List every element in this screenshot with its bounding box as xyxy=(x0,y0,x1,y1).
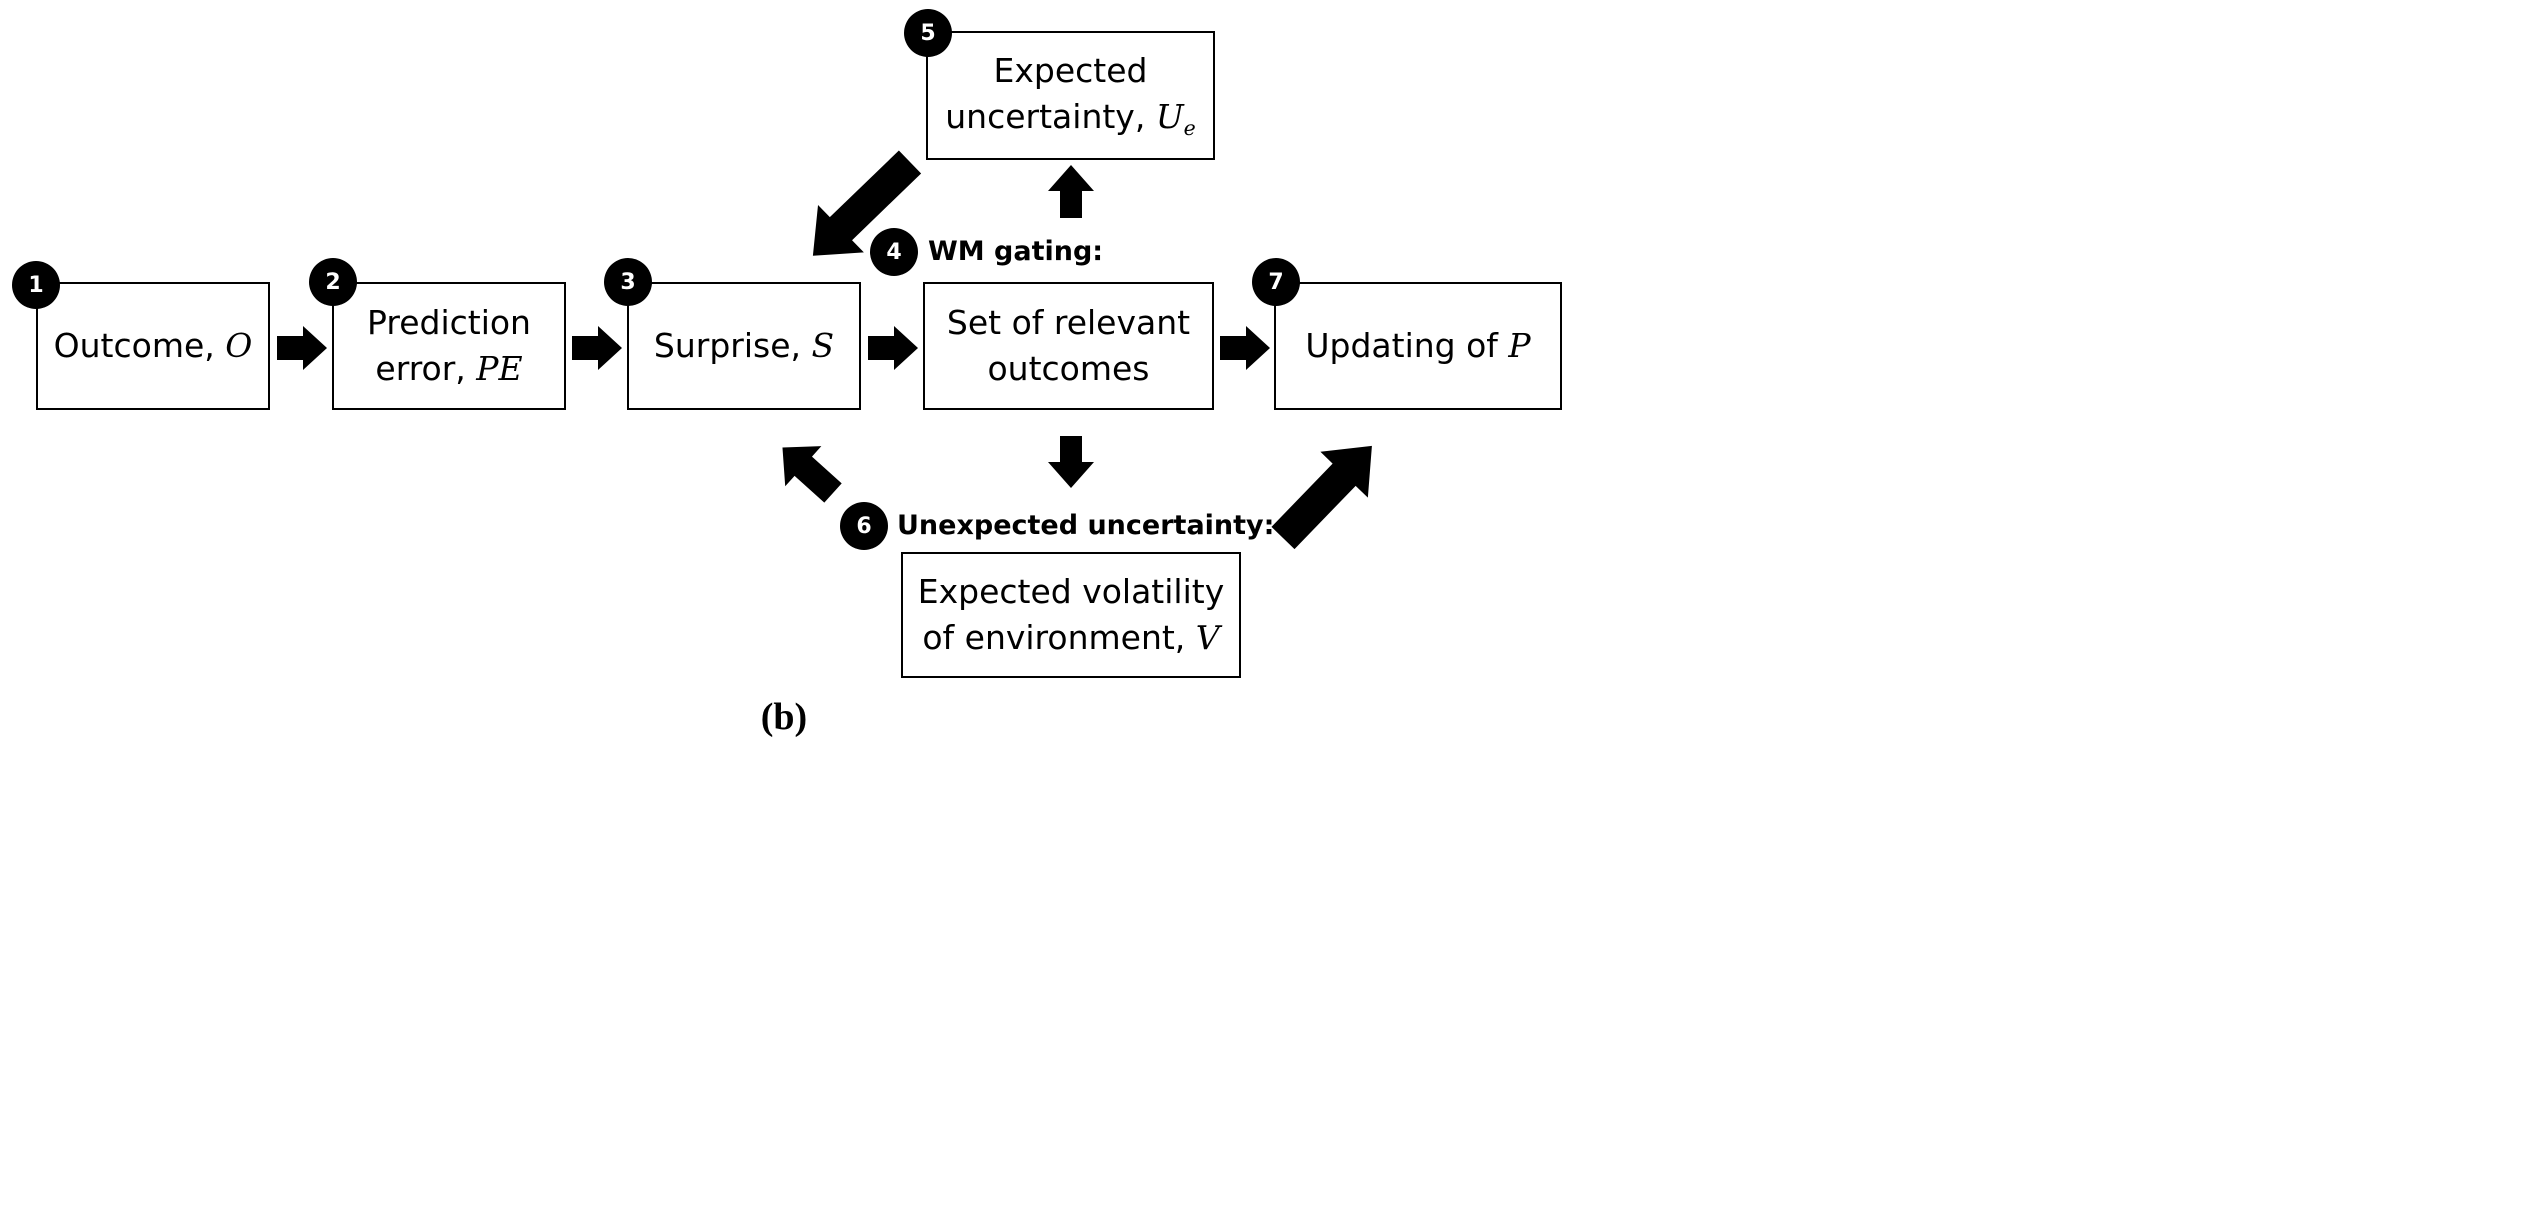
expected-volatility-text: Expected volatility of environment, V xyxy=(917,572,1225,657)
relevant-outcomes-box: Set of relevant outcomes xyxy=(923,282,1214,410)
prediction-error-box: Prediction error, PE xyxy=(332,282,566,410)
step-badge-2: 2 xyxy=(309,258,357,306)
arrow-relevant-outcomes-to-expected-uncertainty xyxy=(1048,165,1094,218)
step-badge-4: 4 xyxy=(870,228,918,276)
arrow-prediction-error-to-surprise xyxy=(572,326,622,370)
step-badge-5: 5 xyxy=(904,9,952,57)
updating-box: Updating of P xyxy=(1274,282,1562,410)
arrow-outcome-to-prediction-error xyxy=(277,326,327,370)
wm-gating-label: WM gating: xyxy=(928,236,1104,267)
expected-uncertainty-text: Expected uncertainty, Ue xyxy=(945,50,1196,140)
step-badge-6: 6 xyxy=(840,502,888,550)
arrow-unexpected-uncertainty-to-surprise xyxy=(782,446,842,503)
unexpected-uncertainty-label: Unexpected uncertainty: xyxy=(897,510,1275,541)
expected-volatility-box: Expected volatility of environment, V xyxy=(901,552,1241,678)
figure-caption: (b) xyxy=(760,696,808,738)
expected-uncertainty-box: Expected uncertainty, Ue xyxy=(926,31,1215,160)
arrow-volatility-to-updating xyxy=(1271,445,1372,550)
arrow-expected-uncertainty-to-surprise xyxy=(812,150,922,256)
arrow-surprise-to-relevant-outcomes xyxy=(868,326,918,370)
surprise-box: Surprise, S xyxy=(627,282,861,410)
step-badge-1: 1 xyxy=(12,261,60,309)
relevant-outcomes-text: Set of relevant outcomes xyxy=(946,303,1191,388)
outcome-text: Outcome, O xyxy=(53,326,253,365)
outcome-box: Outcome, O xyxy=(36,282,270,410)
step-badge-3: 3 xyxy=(604,258,652,306)
surprise-text: Surprise, S xyxy=(653,326,835,365)
prediction-error-text: Prediction error, PE xyxy=(367,303,531,388)
arrow-relevant-outcomes-to-unexpected-uncertainty xyxy=(1048,436,1094,488)
updating-text: Updating of P xyxy=(1305,326,1531,365)
step-badge-7: 7 xyxy=(1252,258,1300,306)
arrows-layer xyxy=(277,150,1372,550)
arrow-relevant-outcomes-to-updating xyxy=(1220,326,1270,370)
